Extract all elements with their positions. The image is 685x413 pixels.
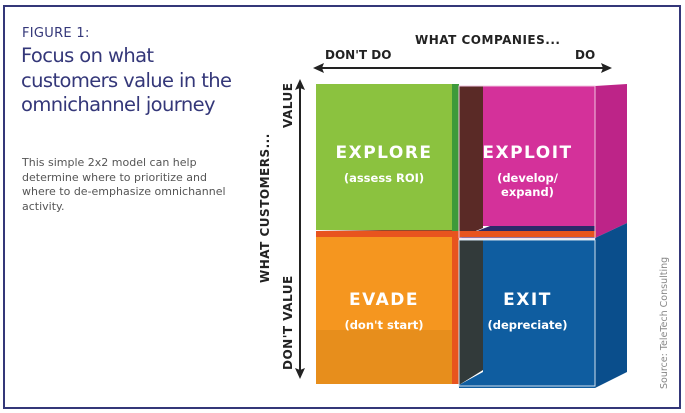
y-axis-arrow — [295, 79, 305, 379]
quadrant-name: EXPLOIT — [482, 143, 573, 163]
source-credit: Source: TeleTech Consulting — [659, 256, 670, 389]
exploit-inner-shadow — [459, 86, 483, 238]
quadrant-subtitle: (depreciate) — [487, 318, 568, 332]
quadrant-exploit-outline — [458, 85, 596, 239]
quadrant-exploit: EXPLOIT (develop/ expand) — [470, 143, 585, 199]
quadrant-name: EXPLORE — [335, 143, 433, 163]
quadrant-exit-face — [483, 240, 595, 372]
quadrant-evade-face — [316, 237, 452, 384]
quadrant-name: EVADE — [349, 290, 419, 310]
figure-title: Focus on what customers value in the omn… — [21, 44, 232, 116]
y-axis-title: WHAT CUSTOMERS... — [258, 133, 272, 283]
divider-horizontal — [316, 231, 596, 237]
quadrant-subtitle: (develop/ expand) — [497, 171, 558, 199]
quadrant-explore-face — [316, 84, 452, 230]
quadrant-evade: EVADE (don't start) — [316, 290, 452, 332]
y-axis-bottom-label: DON'T VALUE — [281, 275, 295, 370]
quadrant-subtitle: (assess ROI) — [343, 171, 425, 185]
evade-shade — [316, 330, 452, 384]
figure-label: FIGURE 1: — [22, 26, 90, 41]
exit-front-lower — [459, 372, 595, 388]
y-axis-top-label: VALUE — [281, 82, 295, 128]
quadrant-name: EXIT — [503, 290, 552, 310]
quadrant-exploit-face — [483, 86, 595, 226]
x-axis-arrow — [313, 63, 612, 73]
exit-side-face — [595, 223, 627, 388]
figure-frame — [3, 5, 681, 409]
quadrant-subtitle: (don't start) — [344, 318, 424, 332]
x-axis-title: WHAT COMPANIES... — [415, 33, 561, 47]
figure-description: This simple 2x2 model can help determine… — [22, 156, 226, 213]
x-axis-right-label: DO — [575, 48, 596, 62]
exit-inner-shadow — [459, 240, 483, 385]
quadrant-exit: EXIT (depreciate) — [470, 290, 585, 332]
quadrant-explore: EXPLORE (assess ROI) — [316, 143, 452, 185]
quadrant-exit-outline — [458, 239, 596, 387]
divider-top-green — [452, 84, 459, 232]
exploit-side-face — [595, 84, 627, 238]
x-axis-left-label: DON'T DO — [325, 48, 392, 62]
